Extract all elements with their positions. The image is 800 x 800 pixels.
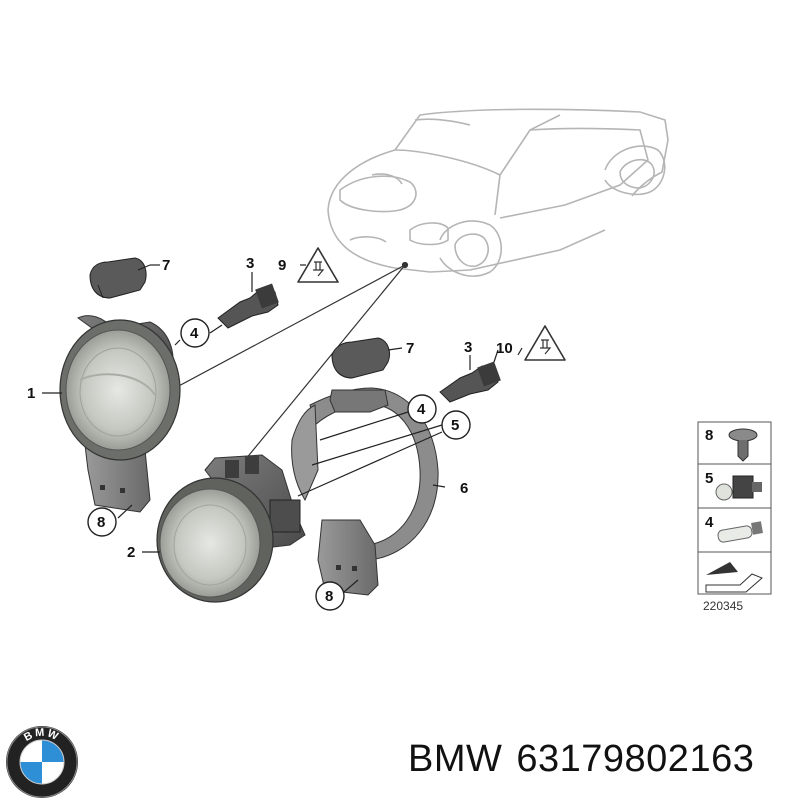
brand-name: BMW <box>408 738 503 780</box>
small-bulb-icon <box>717 521 763 543</box>
svg-text:4: 4 <box>417 401 426 418</box>
svg-text:BMW: BMW <box>22 727 62 744</box>
arrow-icon <box>705 562 763 593</box>
connector-cover-upper <box>89 257 147 299</box>
svg-text:3: 3 <box>246 255 254 272</box>
mounting-ring <box>291 387 439 596</box>
clip-icon <box>728 428 758 462</box>
svg-text:9: 9 <box>278 257 286 274</box>
callout-3-upper: 3 <box>246 255 254 272</box>
callout-7-lower: 7 <box>406 340 414 357</box>
callout-lines <box>42 264 523 593</box>
svg-text:8: 8 <box>97 514 105 531</box>
part-caption: BMW 63179802163 <box>408 738 768 781</box>
svg-text:5: 5 <box>451 417 459 434</box>
callout-2: 2 <box>127 544 135 561</box>
bmw-logo: BMW <box>6 726 78 798</box>
svg-text:4: 4 <box>190 325 199 342</box>
callout-5: 5 <box>441 410 471 440</box>
svg-text:1: 1 <box>27 385 35 402</box>
callout-1: 1 <box>27 385 35 402</box>
callout-4-upper: 4 <box>180 318 210 348</box>
part-number: 63179802163 <box>516 738 755 780</box>
svg-text:2: 2 <box>127 544 135 561</box>
warning-triangle-9 <box>297 247 339 283</box>
legend-item-1: 8 <box>705 427 713 444</box>
callout-3-lower: 3 <box>464 339 472 356</box>
diagram-number: 220345 <box>703 599 743 613</box>
callout-7-upper: 7 <box>150 257 170 274</box>
svg-text:3: 3 <box>464 339 472 356</box>
svg-text:10: 10 <box>496 340 513 357</box>
fog-lamp-2 <box>156 454 306 603</box>
legend-item-2: 5 <box>705 470 713 487</box>
svg-text:7: 7 <box>406 340 414 357</box>
warning-triangle-10 <box>524 325 566 361</box>
callout-6: 6 <box>460 480 468 497</box>
callout-10: 10 <box>496 340 513 357</box>
fog-lamp-1 <box>59 315 181 513</box>
connector-cover-lower <box>331 337 391 379</box>
leader-lines <box>174 261 409 461</box>
callout-8-right: 8 <box>315 581 345 611</box>
callout-8-left: 8 <box>87 507 117 537</box>
callout-4-lower: 4 <box>407 394 437 424</box>
car-outline <box>327 108 669 277</box>
parts-legend: 8 5 4 220345 <box>697 421 772 613</box>
svg-text:8: 8 <box>325 588 333 605</box>
svg-text:6: 6 <box>460 480 468 497</box>
legend-item-3: 4 <box>705 514 714 531</box>
callout-9: 9 <box>278 257 286 274</box>
bulb-socket-lower <box>439 361 501 403</box>
bulb-icon <box>715 475 762 501</box>
bulb-socket-upper <box>217 283 279 329</box>
svg-text:7: 7 <box>162 257 170 274</box>
